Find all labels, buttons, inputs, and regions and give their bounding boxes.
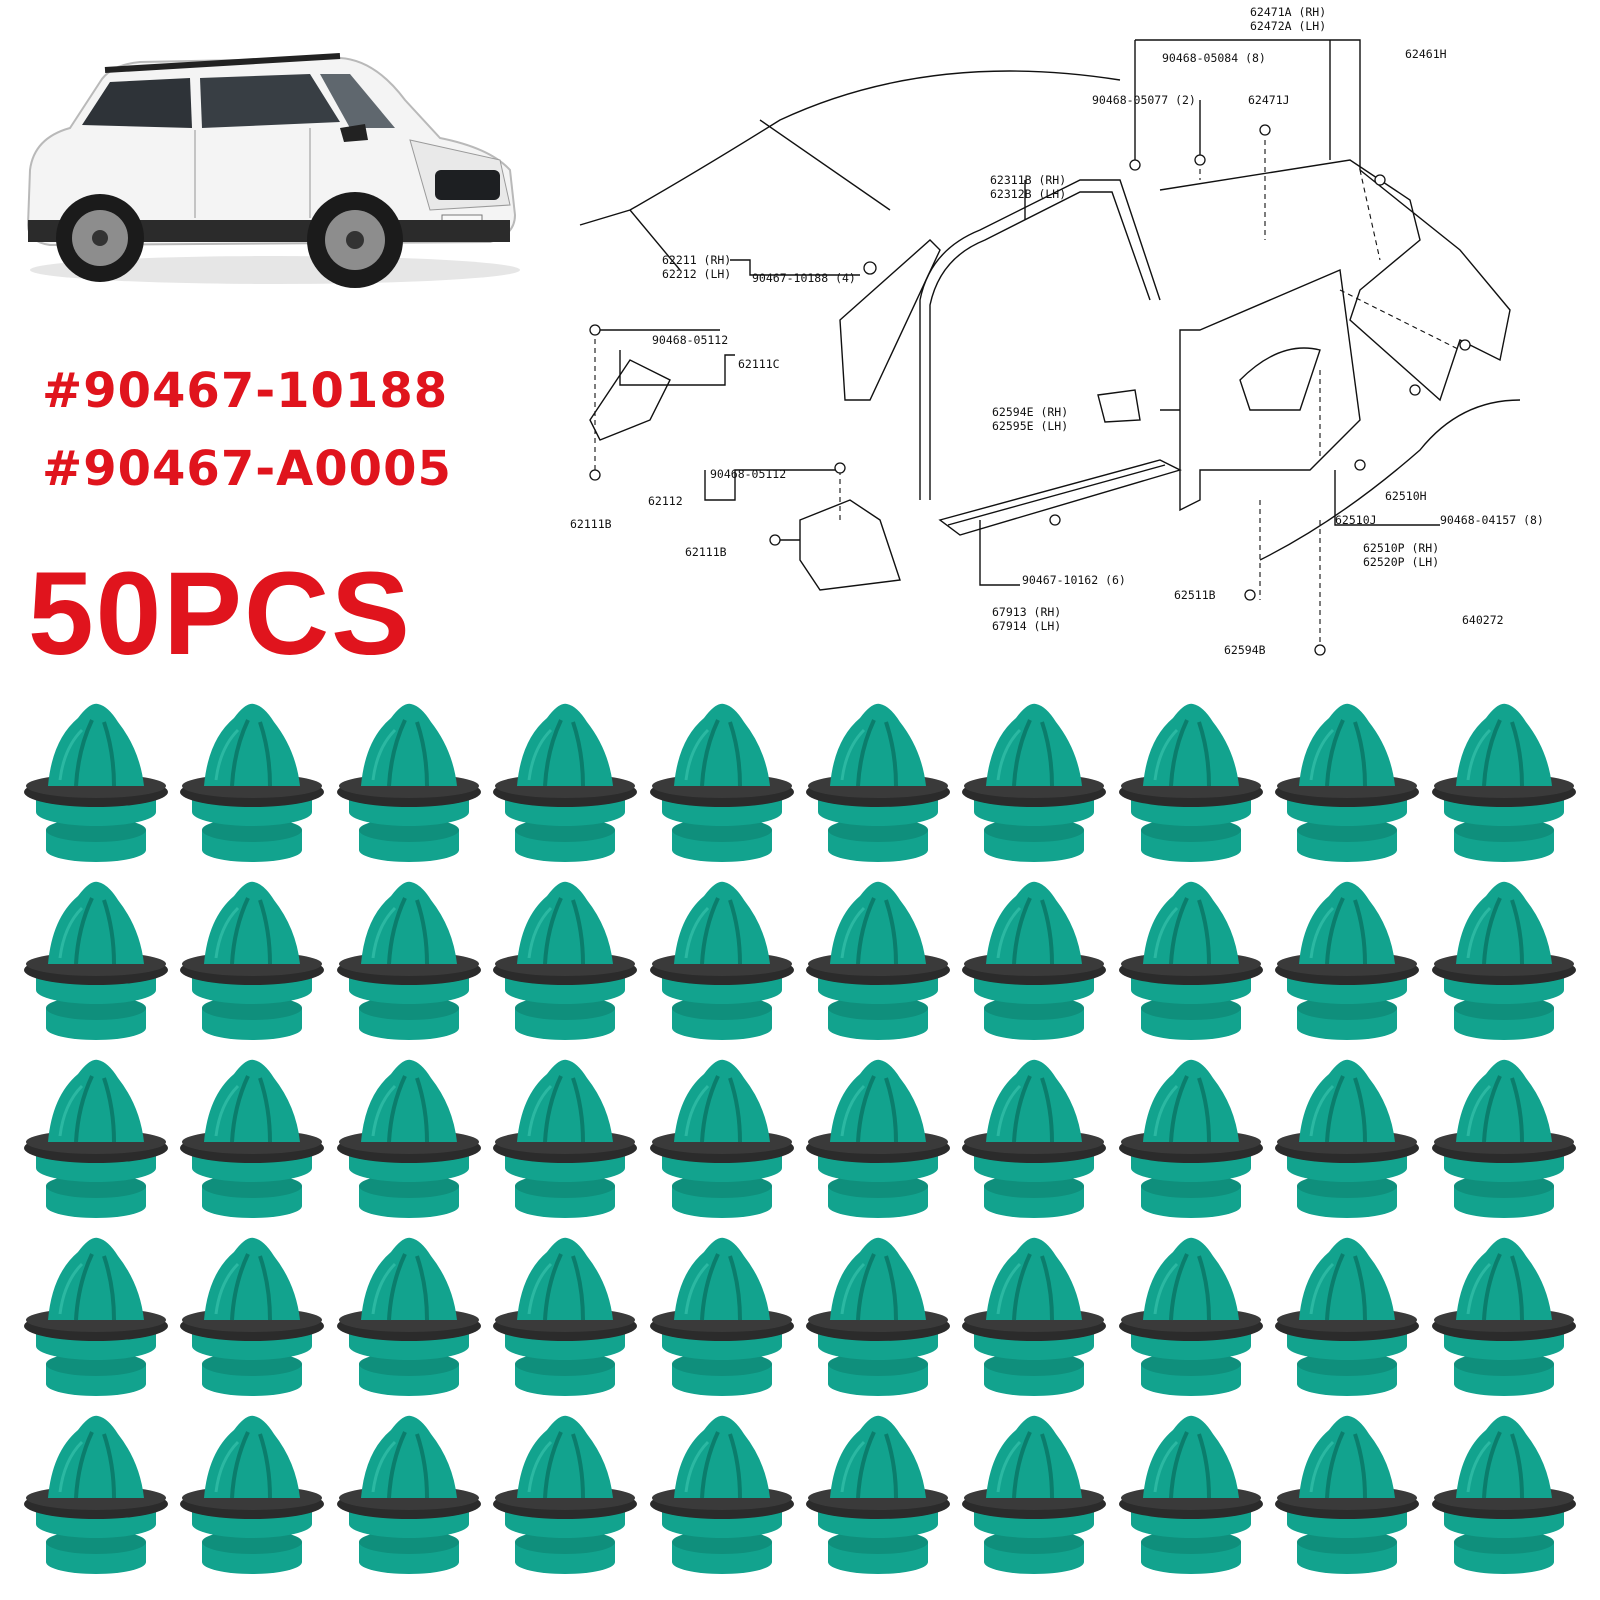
diagram-callout: 62312B (LH) [990,187,1066,201]
push-clip [1113,1412,1269,1590]
diagram-callout: 62594E (RH) [992,405,1068,419]
parts-diagram-drawing: 62471A (RH) 62472A (LH) 90468-05084 (8) … [570,5,1544,657]
push-clip [18,1234,174,1412]
diagram-callout: 90468-05077 (2) [1092,93,1196,107]
push-clip [487,1234,643,1412]
diagram-callout: 62471J [1248,93,1290,107]
push-clip [487,878,643,1056]
push-clip [487,700,643,878]
diagram-callout: 62510P (RH) [1363,541,1439,555]
push-clip [956,1234,1112,1412]
push-clip [800,1412,956,1590]
diagram-callout: 90468-05112 [652,333,728,347]
push-clip [644,1234,800,1412]
diagram-callout: 62212 (LH) [662,267,731,281]
push-clip [331,1056,487,1234]
push-clip [644,1056,800,1234]
push-clip [487,1056,643,1234]
push-clip [1269,1412,1425,1590]
diagram-callout: 62111B [570,517,612,531]
part-number-primary: #90467-10188 [42,363,449,419]
diagram-callout: 62510J [1335,513,1377,527]
push-clip [1426,1056,1582,1234]
push-clip [331,1234,487,1412]
push-clip [18,700,174,878]
push-clip [174,1234,330,1412]
diagram-callout: 90468-04157 (8) [1440,513,1544,527]
diagram-callout: 62595E (LH) [992,419,1068,433]
push-clip [174,878,330,1056]
push-clip [644,878,800,1056]
diagram-callout: 62461H [1405,47,1447,61]
push-clip [487,1412,643,1590]
part-number-list: #90467-10188 #90467-A0005 [42,352,452,508]
push-clip [1269,1056,1425,1234]
push-clip [1113,1234,1269,1412]
push-clip [1269,878,1425,1056]
push-clip [1269,700,1425,878]
parts-diagram: 62471A (RH) 62472A (LH) 90468-05084 (8) … [560,0,1600,680]
diagram-callout: 67913 (RH) [992,605,1061,619]
push-clip [331,1412,487,1590]
push-clip [800,1056,956,1234]
push-clip [174,1412,330,1590]
push-clip [18,1412,174,1590]
push-clip [174,700,330,878]
quantity-label: 50PCS [28,548,412,680]
push-clip [331,700,487,878]
diagram-callout: 90467-10162 (6) [1022,573,1126,587]
diagram-callout: 62311B (RH) [990,173,1066,187]
push-clip [956,1412,1112,1590]
diagram-callout: 62112 [648,494,683,508]
push-clip [174,1056,330,1234]
diagram-callout: 62510H [1385,489,1427,503]
push-clip [1113,878,1269,1056]
push-clip [956,878,1112,1056]
vehicle-image [10,20,530,300]
diagram-callout: 62520P (LH) [1363,555,1439,569]
diagram-callout: 90468-05112 [710,467,786,481]
push-clip [1269,1234,1425,1412]
push-clip [644,1412,800,1590]
diagram-callout: 90468-05084 (8) [1162,51,1266,65]
diagram-callout: 67914 (LH) [992,619,1061,633]
diagram-figure-code: 640272 [1462,613,1504,627]
push-clip [1426,1412,1582,1590]
diagram-callout: 62511B [1174,588,1216,602]
push-clip [800,1234,956,1412]
push-clip [800,700,956,878]
diagram-callout: 62111B [685,545,727,559]
part-number-alternate: #90467-A0005 [42,441,452,497]
push-clip [800,878,956,1056]
push-clip [956,700,1112,878]
clip-grid [18,700,1582,1590]
diagram-callout: 62111C [738,357,780,371]
push-clip [331,878,487,1056]
push-clip [1113,1056,1269,1234]
push-clip [1113,700,1269,878]
diagram-callout: 90467-10188 (4) [752,271,856,285]
push-clip [18,878,174,1056]
push-clip [1426,1234,1582,1412]
diagram-callout: 62471A (RH) [1250,5,1326,19]
push-clip [18,1056,174,1234]
push-clip [644,700,800,878]
push-clip [1426,700,1582,878]
diagram-callout: 62211 (RH) [662,253,731,267]
push-clip [1426,878,1582,1056]
push-clip [956,1056,1112,1234]
diagram-callout: 62472A (LH) [1250,19,1326,33]
diagram-callout: 62594B [1224,643,1266,657]
